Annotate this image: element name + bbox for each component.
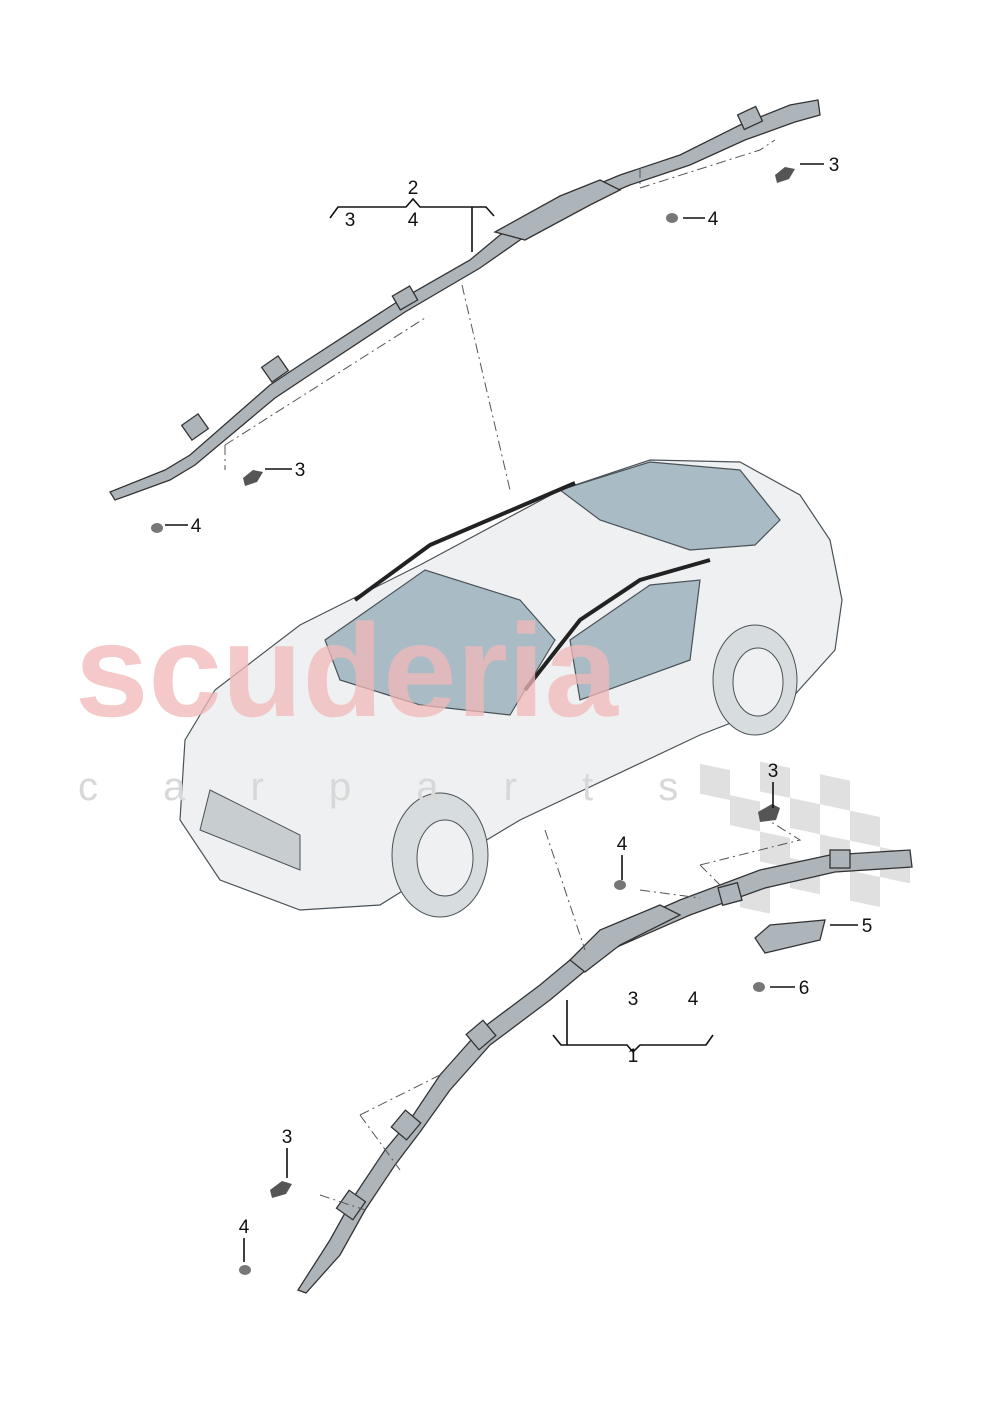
clip-icon	[775, 167, 795, 183]
callout-lower-right-clip: 3	[768, 761, 779, 782]
upper-curtain-airbag	[109, 99, 821, 501]
leader-lines	[165, 163, 858, 1262]
callout-upper-left-screw: 4	[191, 516, 202, 537]
callout-upper-left-clip: 3	[295, 460, 306, 481]
clip-icon	[758, 804, 780, 822]
callout-bracket: 5	[862, 916, 873, 937]
callout-upper-group-a: 3	[345, 210, 356, 231]
callout-lower-left-clip: 3	[282, 1127, 293, 1148]
callout-lower-group: 1	[628, 1046, 639, 1067]
watermark-subtitle: c a r p a r t s	[78, 765, 705, 809]
callout-lower-group-a: 3	[628, 989, 639, 1010]
car-illustration	[179, 459, 843, 918]
callout-bracket-screw: 6	[799, 978, 810, 999]
watermark: scuderia c a r p a r t s	[75, 597, 705, 809]
screw-icon	[151, 213, 765, 1275]
callout-lower-group-b: 4	[688, 989, 699, 1010]
clip-icon	[270, 1181, 292, 1198]
lower-curtain-airbag	[297, 849, 913, 1294]
watermark-brand: scuderia	[75, 597, 620, 744]
callout-upper-right-screw: 4	[708, 209, 719, 230]
callout-lower-right-screw: 4	[617, 834, 628, 855]
clip-icon	[243, 470, 263, 486]
callout-upper-group: 2	[408, 178, 419, 199]
callout-upper-right-clip: 3	[829, 155, 840, 176]
callout-lower-left-screw: 4	[239, 1217, 250, 1238]
bracket-part	[754, 919, 826, 954]
callout-upper-group-b: 4	[408, 210, 419, 231]
